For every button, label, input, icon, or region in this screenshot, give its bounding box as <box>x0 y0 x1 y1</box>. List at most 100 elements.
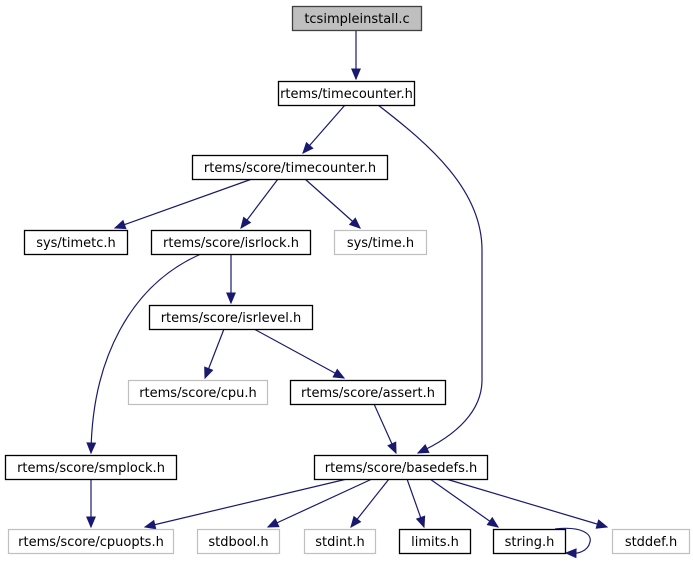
node-label: string.h <box>505 535 555 550</box>
edge-line <box>253 328 345 379</box>
node-label: rtems/score/cpuopts.h <box>18 535 164 550</box>
arrowhead-icon <box>204 366 214 380</box>
edge-rtems-score-assert-h-to-rtems-score-basedefs-h <box>373 403 397 455</box>
edge-rtems-score-basedefs-h-to-stdint-h <box>350 478 390 529</box>
edges-layer <box>86 30 609 559</box>
nodes-layer: tcsimpleinstall.c rtems/timecounter.h rtem… <box>4 5 691 555</box>
edge-rtems-score-timecounter-h-to-sys-timetc-h <box>113 178 253 230</box>
node-rtems-score-isrlock-h[interactable]: rtems/score/isrlock.h <box>150 229 312 256</box>
edge-rtems-score-basedefs-h-to-rtems-score-cpuopts-h <box>143 478 348 530</box>
node-box <box>492 528 567 555</box>
node-label: rtems/score/smplock.h <box>17 461 165 476</box>
arrowhead-icon <box>86 516 96 529</box>
edge-rtems-timecounter-h-to-rtems-score-timecounter-h <box>302 104 346 154</box>
node-label: rtems/score/isrlock.h <box>163 236 299 251</box>
edge-rtems-timecounter-h-to-rtems-score-basedefs-h <box>377 104 483 454</box>
edge-line <box>429 478 499 528</box>
edge-rtems-score-isrlock-h-to-rtems-score-isrlevel-h <box>226 254 236 305</box>
node-box <box>611 528 691 555</box>
node-label: rtems/score/isrlevel.h <box>161 311 302 326</box>
arrowhead-icon <box>351 68 361 81</box>
node-box <box>313 454 489 481</box>
node-box <box>398 528 472 555</box>
node-label: rtems/score/assert.h <box>301 386 435 401</box>
node-label: tcsimpleinstall.c <box>304 12 409 27</box>
arrowhead-icon <box>266 518 280 528</box>
node-box <box>191 154 389 181</box>
node-string-h[interactable]: string.h <box>492 528 567 555</box>
node-box <box>291 5 423 32</box>
edge-string-h-to-string-h <box>554 527 591 559</box>
node-stdint-h: stdint.h <box>303 528 377 555</box>
node-label: stddef.h <box>625 535 677 550</box>
edge-line <box>304 178 361 229</box>
edge-line <box>302 104 346 154</box>
node-rtems-score-smplock-h[interactable]: rtems/score/smplock.h <box>4 454 178 481</box>
node-box <box>303 528 377 555</box>
edge-tcsimpleinstall-c-to-rtems-timecounter-h <box>351 30 361 81</box>
arrowhead-icon <box>302 141 314 154</box>
node-box <box>7 528 175 555</box>
edge-rtems-score-smplock-h-to-rtems-score-cpuopts-h <box>86 479 96 529</box>
arrowhead-icon <box>415 515 426 529</box>
arrowhead-icon <box>348 217 361 229</box>
arrowhead-icon <box>143 519 157 530</box>
node-limits-h[interactable]: limits.h <box>398 528 472 555</box>
node-label: rtems/score/cpu.h <box>139 386 257 401</box>
node-box <box>333 229 428 256</box>
edge-rtems-score-isrlevel-h-to-rtems-score-assert-h <box>253 328 346 379</box>
arrowhead-icon <box>387 441 397 455</box>
edge-rtems-score-basedefs-h-to-stdbool-h <box>266 478 373 528</box>
node-label: stdbool.h <box>208 535 268 550</box>
edge-rtems-score-basedefs-h-to-stddef-h <box>445 478 609 529</box>
arrowhead-icon <box>486 516 500 528</box>
arrowhead-icon <box>332 368 346 379</box>
edge-line <box>144 478 348 528</box>
node-sys-timetc-h[interactable]: sys/timetc.h <box>23 229 129 256</box>
node-box <box>127 379 269 406</box>
arrowhead-icon <box>416 444 430 454</box>
edge-rtems-score-timecounter-h-to-rtems-score-isrlock-h <box>240 178 279 230</box>
node-label: sys/time.h <box>347 236 414 251</box>
arrowhead-icon <box>240 216 252 230</box>
node-rtems-score-isrlevel-h[interactable]: rtems/score/isrlevel.h <box>148 304 314 331</box>
node-box <box>23 229 129 256</box>
node-rtems-score-timecounter-h[interactable]: rtems/score/timecounter.h <box>191 154 389 181</box>
edge-rtems-score-isrlock-h-to-rtems-score-smplock-h <box>86 253 202 455</box>
node-box <box>196 528 281 555</box>
node-rtems-score-cpu-h: rtems/score/cpu.h <box>127 379 269 406</box>
node-label: sys/timetc.h <box>36 236 116 251</box>
arrowhead-icon <box>564 548 577 559</box>
node-rtems-score-assert-h[interactable]: rtems/score/assert.h <box>289 379 447 406</box>
edge-rtems-score-timecounter-h-to-sys-time-h <box>304 178 361 229</box>
arrowhead-icon <box>113 219 127 230</box>
node-label: stdint.h <box>315 535 364 550</box>
arrowhead-icon <box>595 519 609 529</box>
node-box <box>277 80 416 107</box>
node-box <box>150 229 312 256</box>
edge-line <box>114 178 253 229</box>
node-rtems-score-cpuopts-h: rtems/score/cpuopts.h <box>7 528 175 555</box>
edge-line <box>377 104 483 454</box>
edge-rtems-score-isrlevel-h-to-rtems-score-cpu-h <box>204 328 225 380</box>
arrowhead-icon <box>86 442 97 455</box>
edge-rtems-score-basedefs-h-to-limits-h <box>406 478 426 529</box>
node-sys-time-h: sys/time.h <box>333 229 428 256</box>
edge-line <box>90 253 202 454</box>
node-stddef-h: stddef.h <box>611 528 691 555</box>
node-stdbool-h: stdbool.h <box>196 528 281 555</box>
node-tcsimpleinstall-c[interactable]: tcsimpleinstall.c <box>291 5 423 32</box>
node-rtems-timecounter-h[interactable]: rtems/timecounter.h <box>277 80 416 107</box>
node-label: rtems/score/basedefs.h <box>325 461 478 476</box>
arrowhead-icon <box>226 292 236 305</box>
edge-rtems-score-basedefs-h-to-string-h <box>429 478 500 528</box>
edge-line <box>445 478 608 528</box>
node-rtems-score-basedefs-h[interactable]: rtems/score/basedefs.h <box>313 454 489 481</box>
node-label: rtems/timecounter.h <box>280 87 413 102</box>
node-box <box>289 379 447 406</box>
node-label: rtems/score/timecounter.h <box>204 161 376 176</box>
arrowhead-icon <box>350 515 362 529</box>
node-box <box>148 304 314 331</box>
edge-line <box>267 478 373 528</box>
